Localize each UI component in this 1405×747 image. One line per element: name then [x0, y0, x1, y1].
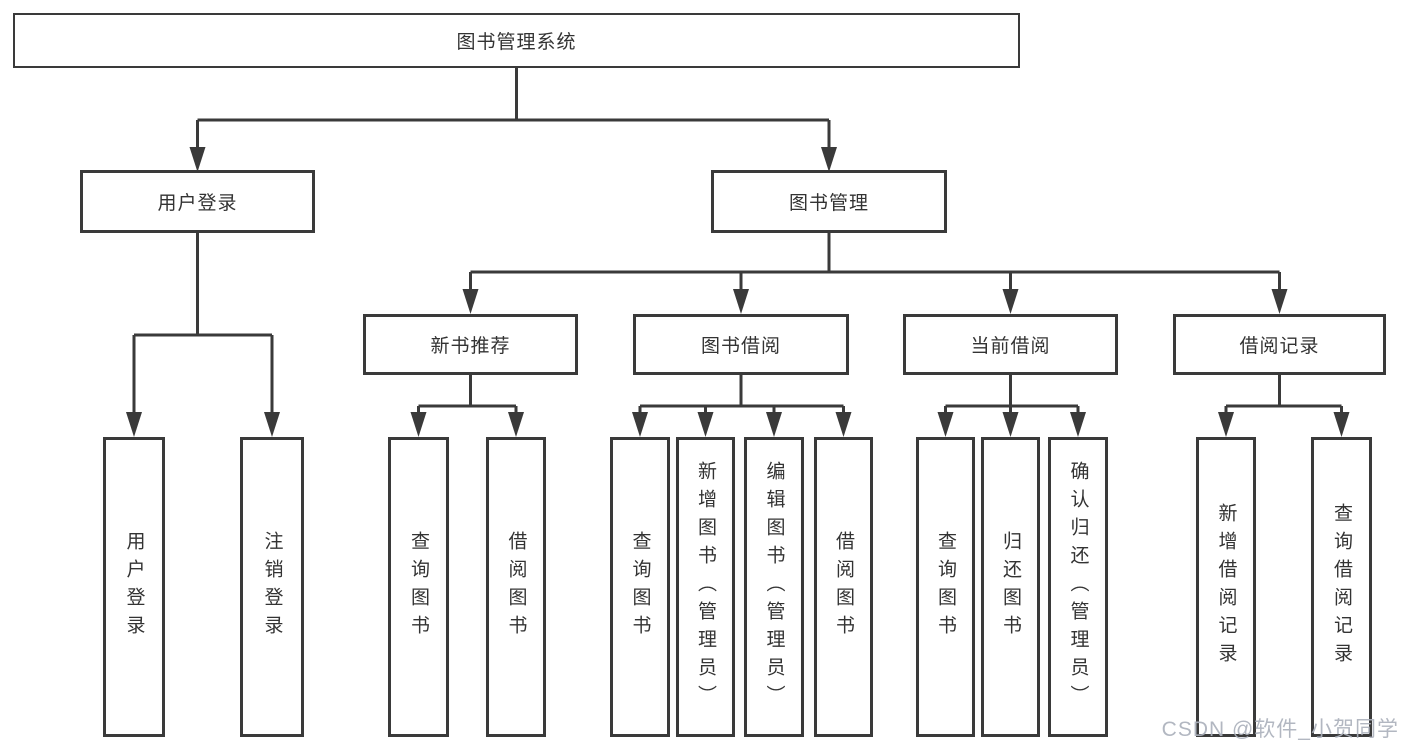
node-label: 编辑图书（管理员） [763, 461, 785, 713]
leaf-add-borrow-record: 新增借阅记录 [1196, 437, 1256, 737]
node-label: 当前借阅 [970, 336, 1051, 357]
node-current-borrow: 当前借阅 [903, 314, 1118, 375]
node-library-management-system: 图书管理系统 [13, 13, 1020, 68]
node-book-borrow: 图书借阅 [633, 314, 849, 375]
node-label: 查询借阅记录 [1331, 503, 1352, 671]
node-user-login-module: 用户登录 [80, 170, 315, 233]
node-label: 查询图书 [629, 531, 651, 643]
node-label: 用户登录 [157, 193, 238, 214]
node-label: 借阅图书 [505, 531, 527, 643]
node-label: 查询图书 [408, 531, 429, 643]
node-book-management-module: 图书管理 [711, 170, 947, 233]
node-label: 用户登录 [123, 531, 145, 643]
node-label: 图书管理 [788, 193, 869, 214]
leaf-edit-book-admin: 编辑图书（管理员） [744, 437, 804, 737]
leaf-query-borrow-record: 查询借阅记录 [1311, 437, 1372, 737]
csdn-watermark: CSDN @软件_小贺同学 [1161, 718, 1399, 741]
leaf-borrow-books: 借阅图书 [814, 437, 873, 737]
leaf-user-login: 用户登录 [103, 437, 165, 737]
node-label: 归还图书 [1000, 531, 1021, 643]
node-label: 新增借阅记录 [1215, 503, 1237, 671]
leaf-query-books-current: 查询图书 [916, 437, 975, 737]
leaf-confirm-return-admin: 确认归还（管理员） [1048, 437, 1108, 737]
leaf-return-book: 归还图书 [981, 437, 1040, 737]
node-label: 借阅图书 [833, 531, 854, 643]
leaf-add-book-admin: 新增图书（管理员） [676, 437, 735, 737]
node-label: 确认归还（管理员） [1067, 461, 1089, 713]
node-new-book-recommend: 新书推荐 [363, 314, 578, 375]
node-label: 图书管理系统 [456, 32, 577, 53]
node-label: 新书推荐 [430, 336, 511, 357]
node-borrow-records: 借阅记录 [1173, 314, 1386, 375]
node-label: 借阅记录 [1239, 336, 1320, 357]
node-label: 注销登录 [261, 531, 283, 643]
leaf-query-books-borrow: 查询图书 [610, 437, 670, 737]
leaf-logout: 注销登录 [240, 437, 304, 737]
node-label: 图书借阅 [700, 336, 781, 357]
node-label: 查询图书 [935, 531, 956, 643]
leaf-query-books-recommend: 查询图书 [388, 437, 449, 737]
node-label: 新增图书（管理员） [695, 461, 716, 713]
leaf-borrow-books-recommend: 借阅图书 [486, 437, 546, 737]
